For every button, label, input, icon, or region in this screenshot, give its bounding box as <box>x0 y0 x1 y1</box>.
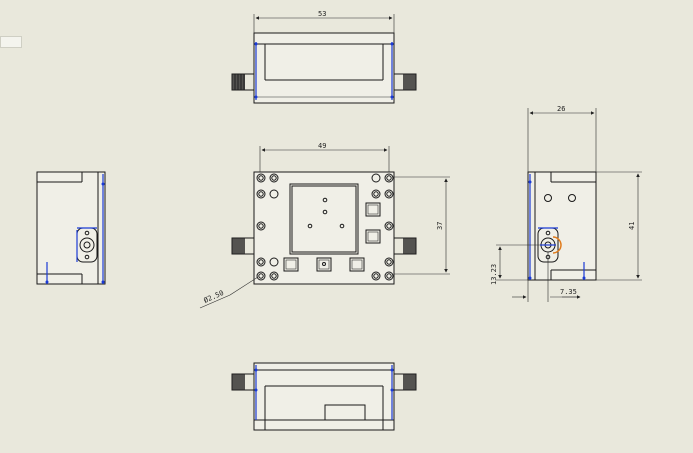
dim-top-width: 53 <box>318 10 326 18</box>
dim-front-width: 49 <box>318 142 326 150</box>
sidebar-tab[interactable] <box>0 36 22 48</box>
left-view <box>36 171 106 285</box>
dim-right-width: 26 <box>557 105 565 113</box>
dim-right-height: 41 <box>628 222 636 230</box>
dim-front-height: 37 <box>436 222 444 230</box>
dim-hole-diameter: Ø2.50 <box>203 289 226 305</box>
top-view: 53 <box>231 10 417 104</box>
dim-connector-offset: 7.35 <box>560 288 577 296</box>
right-view: 26 41 13.23 7.35 <box>490 105 642 302</box>
front-view: 49 37 Ø2.50 <box>199 142 450 309</box>
dim-connector-height: 13.23 <box>490 264 498 285</box>
bottom-view <box>231 362 417 431</box>
